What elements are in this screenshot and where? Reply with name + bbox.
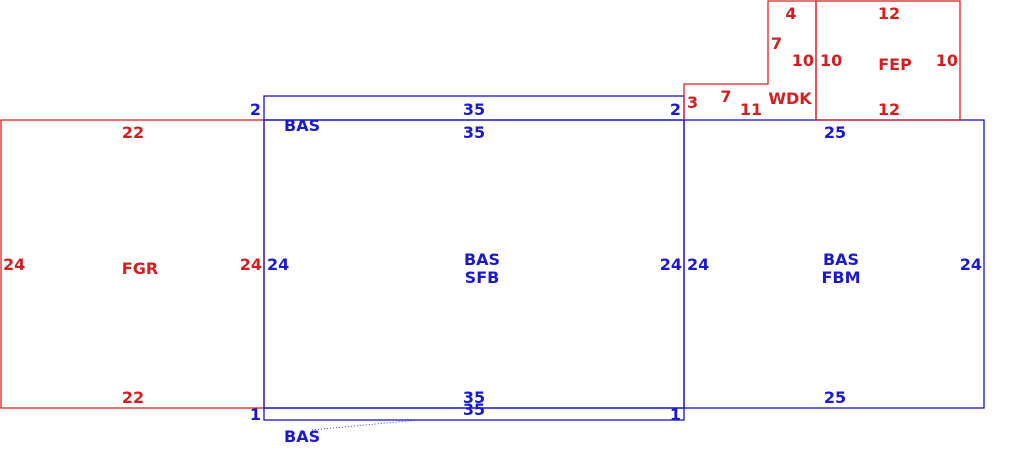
bas-fbm-bottom-dim: 25 [824, 388, 846, 407]
fep-left-dim: 10 [820, 51, 842, 70]
wdk-right-dim: 10 [792, 51, 814, 70]
bas-bottom-right-dim: 1 [670, 405, 681, 424]
bas-bottom-strip-outline [263, 407, 685, 421]
bas-bottom-area-label: BAS [284, 427, 320, 446]
wdk-bottom-right-dim: 11 [740, 100, 762, 119]
fgr-area-label: FGR [122, 259, 158, 278]
bas-main-bottom-dim: 35 [463, 388, 485, 407]
bas-main-right-dim: 24 [660, 255, 682, 274]
wdk-top-dim: 4 [785, 4, 796, 23]
bas-fbm-area-label: BAS [823, 250, 859, 269]
fgr-left-dim: 24 [3, 255, 25, 274]
wdk-area-label: WDK [768, 89, 812, 108]
bas-fbm-right-dim: 24 [960, 255, 982, 274]
bas-main-area-code: SFB [465, 268, 500, 287]
fep-right-dim: 10 [936, 51, 958, 70]
bas-fbm-left-dim: 24 [687, 255, 709, 274]
bas-fbm-top-dim: 25 [824, 123, 846, 142]
bas-main-left-dim: 24 [267, 255, 289, 274]
bas-top-right-dim: 2 [670, 100, 681, 119]
bas-main-top-dim: 35 [463, 123, 485, 142]
fgr-bottom-dim: 22 [122, 388, 144, 407]
fep-top-dim: 12 [878, 4, 900, 23]
fep-outline [815, 0, 961, 121]
fgr-top-dim: 22 [122, 123, 144, 142]
bas-top-area-label: BAS [284, 116, 320, 135]
bas-top-left-dim: 2 [250, 100, 261, 119]
bas-top-length-dim: 35 [463, 100, 485, 119]
bas-bottom-length-dim: 35 [463, 400, 485, 419]
wdk-step-dim: 7 [771, 34, 782, 53]
fep-area-label: FEP [878, 55, 912, 74]
fgr-right-dim: 24 [240, 255, 262, 274]
bas-main-area-label: BAS [464, 250, 500, 269]
fep-bottom-dim: 12 [878, 100, 900, 119]
wdk-left-dim: 3 [687, 93, 698, 112]
wdk-bottom-left-dim: 7 [720, 87, 731, 106]
bas-bottom-leader-line [311, 419, 419, 431]
bas-fbm-area-code: FBM [821, 268, 860, 287]
bas-bottom-left-dim: 1 [250, 405, 261, 424]
